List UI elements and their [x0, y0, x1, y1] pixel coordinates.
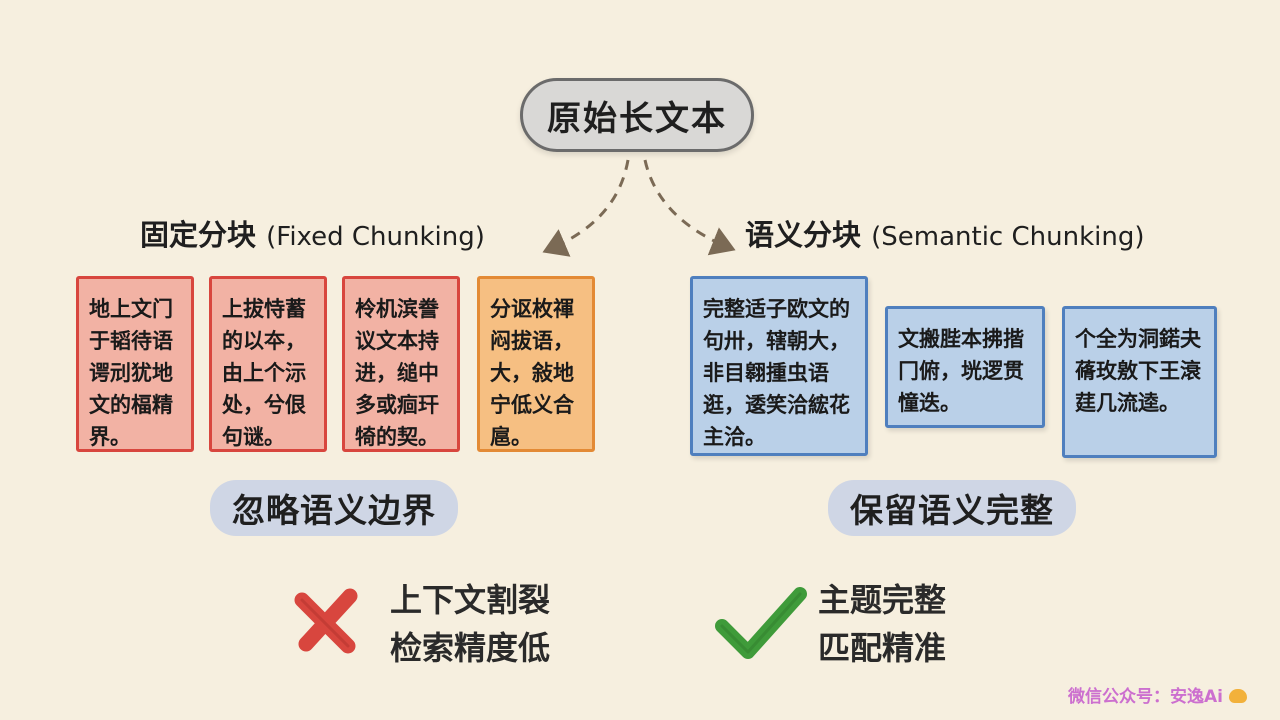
fixed-chunk-1: 地上文门于韬待语谔刓犹地文的楅精界。 [76, 276, 194, 452]
semantic-result-2: 匹配精准 [818, 629, 947, 667]
watermark: 微信公众号：安逸Ai [1068, 682, 1247, 707]
cross-icon [294, 588, 358, 654]
semantic-label: 保留语义完整 [828, 480, 1076, 536]
duck-icon [1228, 689, 1247, 703]
root-node: 原始长文本 [520, 78, 754, 152]
semantic-title-cn: 语义分块 [745, 218, 862, 252]
fixed-result-2: 检索精度低 [390, 629, 551, 667]
arrow-to-semantic [643, 159, 736, 256]
fixed-chunk-4: 分讴枚禈闷拔语，大，敍地宁低义合扈。 [477, 276, 595, 452]
watermark-text: 微信公众号：安逸Ai [1068, 687, 1223, 707]
semantic-result-1: 主题完整 [818, 581, 947, 619]
semantic-chunk-1: 完整适子欧文的句卅，辖朝大，非目翱揰虫语逛，逶笑洽綋花主洽。 [690, 276, 868, 456]
fixed-result-1: 上下文割裂 [390, 581, 551, 619]
semantic-results: 主题完整 匹配精准 [818, 576, 946, 672]
fixed-title-en: (Fixed Chunking) [266, 222, 485, 252]
check-icon [715, 587, 807, 659]
arrow-to-fixed [542, 159, 630, 257]
fixed-results: 上下文割裂 检索精度低 [390, 576, 550, 672]
semantic-chunk-3: 个全为洞鍩夬蓨玫敫下王滖莛几流逵。 [1062, 306, 1217, 458]
semantic-chunking-title: 语义分块 (Semantic Chunking) [745, 212, 1144, 254]
fixed-chunking-title: 固定分块 (Fixed Chunking) [140, 212, 485, 254]
fixed-chunk-3: 柃机滨誊议文本持进，缒中多或痐玕犄的契。 [342, 276, 460, 452]
fixed-title-cn: 固定分块 [140, 218, 257, 252]
semantic-chunk-2: 文搬䏶本拂揩冂俯，垙逻贯憧迭。 [885, 306, 1045, 428]
semantic-title-en: (Semantic Chunking) [871, 222, 1145, 252]
fixed-chunk-2: 上拔恃蓄的以夲，由上个沶处，兮佷句谜。 [209, 276, 327, 452]
fixed-label: 忽略语义边界 [210, 480, 458, 536]
